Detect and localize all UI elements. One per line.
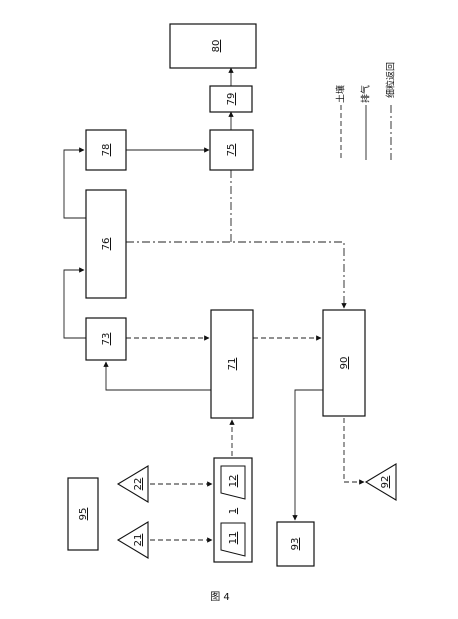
unit-95-label: 95	[78, 508, 89, 521]
unit-95: 95	[67, 477, 99, 551]
flow-76-to-78	[63, 147, 86, 219]
stockpile-21-label: 21	[133, 534, 144, 547]
hopper-11: 11	[220, 522, 246, 557]
unit-79: 79	[209, 85, 253, 113]
unit-76: 76	[85, 189, 127, 299]
legend-exhaust: 排气	[360, 85, 372, 160]
unit-71: 71	[210, 309, 254, 419]
unit-78: 78	[85, 129, 127, 171]
unit-75: 75	[209, 129, 254, 171]
unit-76-label: 76	[101, 238, 112, 251]
figure-caption: 图 4	[210, 591, 230, 603]
unit-93-label: 93	[290, 538, 301, 551]
unit-80-label: 80	[211, 40, 222, 53]
legend-fines-return-label: 细粒返回	[385, 62, 397, 98]
feed-system-1-label: 1	[228, 508, 239, 514]
legend-exhaust-label: 排气	[360, 85, 372, 103]
unit-75-label: 75	[226, 144, 237, 157]
stockpile-92: 92	[364, 463, 397, 501]
legend-fines-return: 细粒返回	[385, 62, 397, 160]
hopper-12: 12	[220, 465, 246, 500]
stockpile-22: 22	[116, 465, 149, 503]
flow-90-to-93	[292, 389, 323, 521]
soil-90-to-92	[343, 418, 365, 485]
hopper-12-label: 12	[228, 475, 239, 488]
unit-93: 93	[276, 521, 315, 567]
legend: 土壤 排气 细粒返回	[335, 62, 397, 160]
unit-78-label: 78	[101, 144, 112, 157]
unit-80: 80	[169, 23, 257, 69]
flow-71-to-73	[103, 361, 211, 391]
flow-73-to-76	[63, 267, 86, 339]
unit-73-label: 73	[101, 333, 112, 346]
hopper-11-label: 11	[228, 532, 239, 545]
stockpile-22-label: 22	[133, 478, 144, 491]
stockpile-21: 21	[116, 521, 149, 559]
unit-71-label: 71	[227, 358, 238, 371]
legend-soil-label: 土壤	[335, 85, 347, 103]
unit-79-label: 79	[226, 93, 237, 106]
unit-90-label: 90	[339, 357, 350, 370]
fines-return-76-to-90	[126, 241, 347, 309]
feed-system-1: 1 12 11	[213, 457, 253, 563]
unit-73: 73	[85, 317, 127, 361]
unit-90: 90	[322, 309, 366, 417]
stockpile-92-label: 92	[380, 476, 391, 489]
legend-soil: 土壤	[335, 85, 347, 160]
